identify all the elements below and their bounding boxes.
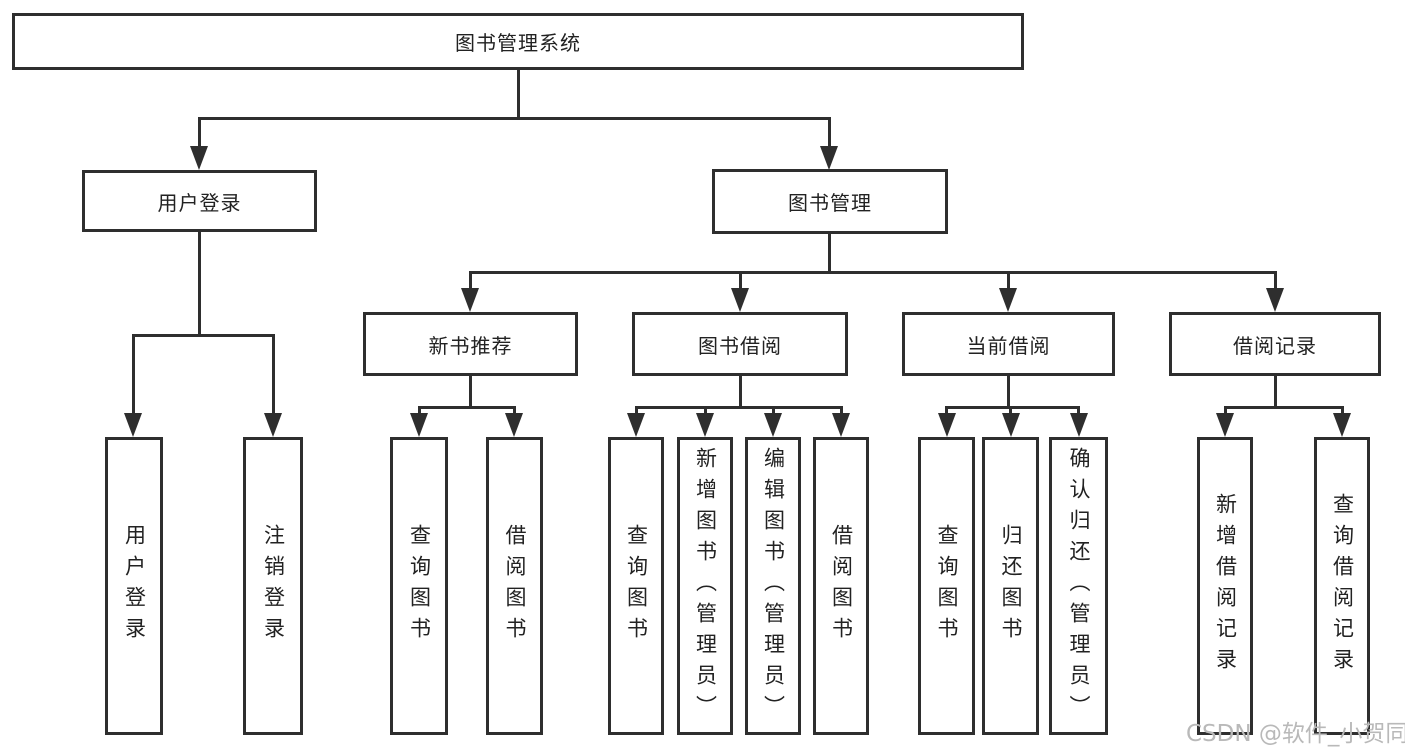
connector-book-management-vertical [828, 232, 831, 274]
leaf-return-books-label: 归还图书 [999, 524, 1023, 648]
node-borrowing-records-label: 借阅记录 [1233, 333, 1317, 358]
leaf-logout: 注销登录 [243, 437, 303, 735]
leaf-query-books-borrow-label: 查询图书 [624, 524, 649, 648]
arrowhead-current-borrow [999, 288, 1017, 312]
connector-book-borrow-horizontal [635, 406, 843, 409]
arrowhead-c1 [627, 413, 645, 437]
connector-stem-leaf-logout [272, 334, 275, 414]
connector-stem-c4 [840, 406, 843, 415]
arrowhead-c2 [696, 413, 714, 437]
connector-stem-book-management [828, 117, 831, 148]
node-root-label: 图书管理系统 [455, 31, 581, 55]
arrowhead-c4 [832, 413, 850, 437]
connector-stem-user-login [198, 117, 201, 148]
node-new-book-recommendation: 新书推荐 [363, 312, 578, 376]
leaf-edit-books-admin: 编辑图书（管理员） [745, 437, 801, 735]
leaf-add-books-admin-label: 新增图书（管理员） [693, 446, 718, 726]
leaf-add-borrow-record: 新增借阅记录 [1197, 437, 1253, 735]
node-user-login-label: 用户登录 [157, 190, 242, 215]
connector-borrow-records-vertical [1274, 374, 1277, 409]
watermark: CSDN @软件_小贺同学 [1186, 721, 1405, 747]
arrowhead-leaf-logout [264, 413, 282, 437]
connector-root-vertical [517, 68, 520, 120]
connector-level1-horizontal [198, 117, 831, 120]
arrowhead-book-borrow [731, 288, 749, 312]
connector-stem-d2 [1009, 406, 1012, 415]
leaf-logout-label: 注销登录 [261, 524, 286, 648]
connector-stem-book-borrow [739, 271, 742, 290]
connector-borrow-records-horizontal [1224, 406, 1344, 409]
leaf-query-books-current: 查询图书 [918, 437, 975, 735]
connector-stem-e1 [1224, 406, 1227, 415]
arrowhead-d2 [1002, 413, 1020, 437]
leaf-add-borrow-record-label: 新增借阅记录 [1213, 493, 1238, 679]
connector-new-book-vertical [469, 374, 472, 409]
node-user-login: 用户登录 [82, 170, 317, 232]
arrowhead-book-management [820, 146, 838, 170]
node-book-borrowing: 图书借阅 [632, 312, 848, 376]
node-new-book-label: 新书推荐 [428, 333, 513, 358]
node-borrowing-records: 借阅记录 [1169, 312, 1381, 376]
connector-stem-d1 [945, 406, 948, 415]
arrowhead-new-book [461, 288, 479, 312]
leaf-confirm-return-admin-label: 确认归还（管理员） [1067, 446, 1091, 726]
arrowhead-d1 [938, 413, 956, 437]
leaf-query-borrow-record: 查询借阅记录 [1314, 437, 1370, 735]
connector-stem-leaf-login [132, 334, 135, 414]
arrowhead-b2 [505, 413, 523, 437]
leaf-borrow-books-label: 借阅图书 [829, 524, 854, 648]
arrowhead-borrow-records [1266, 288, 1284, 312]
connector-new-book-horizontal [418, 406, 516, 409]
connector-stem-current-borrow [1007, 271, 1010, 290]
leaf-query-books-recommend-label: 查询图书 [407, 524, 432, 648]
leaf-query-books-current-label: 查询图书 [935, 524, 959, 648]
arrowhead-leaf-login [124, 413, 142, 437]
leaf-edit-books-admin-label: 编辑图书（管理员） [761, 446, 786, 726]
node-book-management-label: 图书管理 [788, 191, 872, 215]
connector-stem-b2 [513, 406, 516, 415]
node-book-management: 图书管理 [712, 169, 948, 234]
leaf-user-login-label: 用户登录 [122, 524, 147, 648]
node-root-library-system: 图书管理系统 [12, 13, 1024, 70]
leaf-query-books-borrow: 查询图书 [608, 437, 664, 735]
connector-stem-c2 [704, 406, 707, 415]
arrowhead-e2 [1333, 413, 1351, 437]
arrowhead-d3 [1070, 413, 1088, 437]
connector-stem-borrow-records [1274, 271, 1277, 290]
connector-stem-e2 [1341, 406, 1344, 415]
connector-level2-horizontal [469, 271, 1277, 274]
node-book-borrowing-label: 图书借阅 [698, 333, 782, 358]
connector-current-borrow-horizontal [945, 406, 1080, 409]
arrowhead-user-login [190, 146, 208, 170]
arrowhead-b1 [410, 413, 428, 437]
connector-stem-d3 [1077, 406, 1080, 415]
connector-user-login-horizontal [132, 334, 275, 337]
connector-stem-c3 [772, 406, 775, 415]
node-current-borrowing: 当前借阅 [902, 312, 1115, 376]
node-current-borrowing-label: 当前借阅 [966, 333, 1051, 358]
leaf-confirm-return-admin: 确认归还（管理员） [1049, 437, 1108, 735]
leaf-add-books-admin: 新增图书（管理员） [677, 437, 733, 735]
connector-stem-c1 [635, 406, 638, 415]
leaf-query-books-recommend: 查询图书 [390, 437, 448, 735]
connector-current-borrow-vertical [1007, 374, 1010, 409]
leaf-query-borrow-record-label: 查询借阅记录 [1330, 493, 1355, 679]
connector-stem-b1 [418, 406, 421, 415]
leaf-borrow-books-recommend-label: 借阅图书 [503, 524, 527, 648]
connector-stem-new-book [469, 271, 472, 290]
leaf-borrow-books-recommend: 借阅图书 [486, 437, 543, 735]
arrowhead-c3 [764, 413, 782, 437]
leaf-borrow-books: 借阅图书 [813, 437, 869, 735]
arrowhead-e1 [1216, 413, 1234, 437]
connector-book-borrow-vertical [739, 374, 742, 409]
leaf-user-login: 用户登录 [105, 437, 163, 735]
leaf-return-books: 归还图书 [982, 437, 1039, 735]
connector-user-login-vertical [198, 230, 201, 336]
